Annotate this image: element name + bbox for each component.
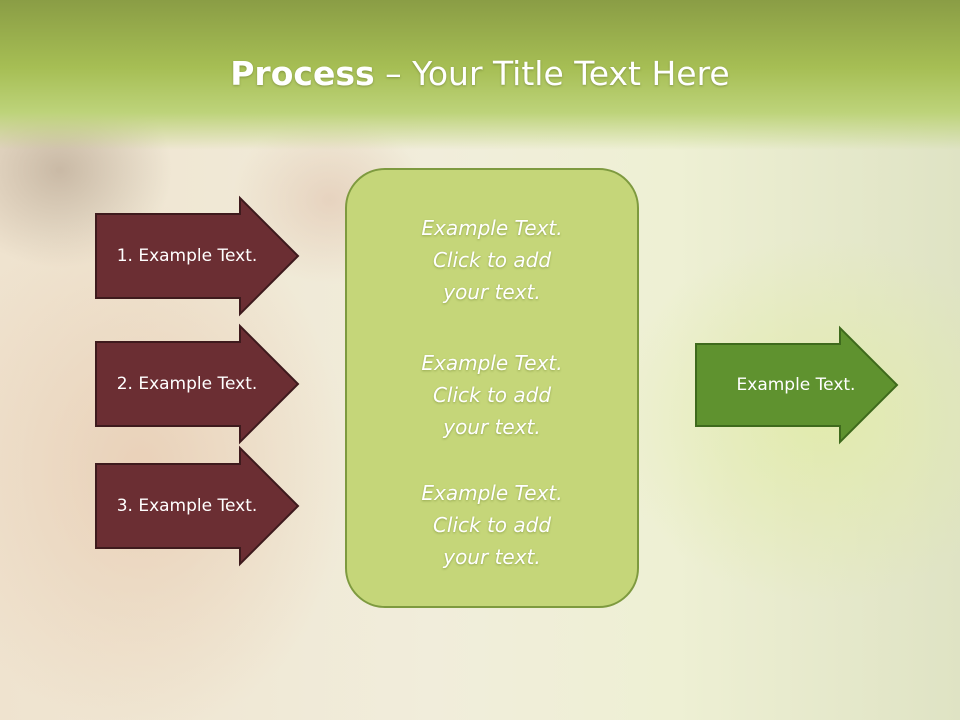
title-bold: Process bbox=[230, 54, 375, 93]
title-rest: Your Title Text Here bbox=[412, 54, 730, 93]
arrow-shape-1[interactable] bbox=[95, 195, 300, 317]
arrow-label-3: 3. Example Text. bbox=[116, 496, 258, 516]
center-text-block-3[interactable]: Example Text. Click to add your text. bbox=[345, 477, 639, 573]
center-text-line: your text. bbox=[443, 280, 541, 304]
title-dash: – bbox=[374, 54, 413, 93]
center-text-line: Click to add bbox=[432, 383, 552, 407]
center-text-line: Click to add bbox=[432, 513, 552, 537]
center-text-block-2[interactable]: Example Text. Click to add your text. bbox=[345, 347, 639, 443]
output-arrow-shape[interactable] bbox=[695, 325, 899, 445]
center-text-line: your text. bbox=[443, 545, 541, 569]
title-banner bbox=[0, 0, 960, 150]
center-text-line: Example Text. bbox=[421, 216, 563, 240]
arrow-label-1: 1. Example Text. bbox=[116, 246, 258, 266]
center-content-box[interactable] bbox=[345, 168, 639, 608]
arrow-shape-2[interactable] bbox=[95, 323, 300, 445]
slide-title[interactable]: Process – Your Title Text Here bbox=[0, 52, 960, 96]
center-text-block-1[interactable]: Example Text. Click to add your text. bbox=[345, 212, 639, 308]
center-text-line: Click to add bbox=[432, 248, 552, 272]
center-text-line: your text. bbox=[443, 415, 541, 439]
arrow-label-2: 2. Example Text. bbox=[116, 374, 258, 394]
output-arrow-label: Example Text. bbox=[736, 375, 856, 395]
center-text-line: Example Text. bbox=[421, 351, 563, 375]
arrow-shape-3[interactable] bbox=[95, 445, 300, 567]
center-text-line: Example Text. bbox=[421, 481, 563, 505]
